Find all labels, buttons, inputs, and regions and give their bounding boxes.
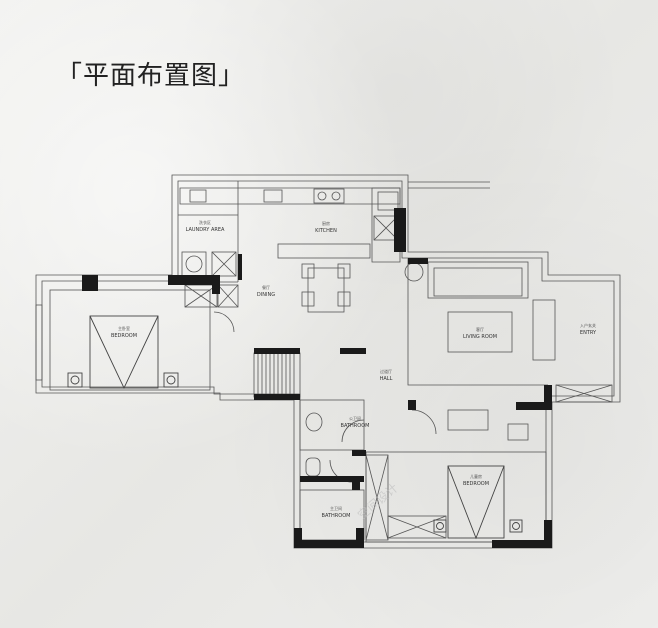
laundry-label-cn: 洗衣区 [199, 219, 211, 225]
nightstand-kids-2 [509, 519, 523, 533]
bedroom-kids-label-en: BEDROOM [463, 481, 489, 487]
master-wardrobe-2 [217, 284, 239, 308]
door-bathroom-public [341, 419, 365, 443]
bathroom-master-label-cn: 主卫间 [330, 505, 342, 511]
laundry-cabinet [211, 251, 237, 277]
bathroom-public-label-cn: 公卫间 [349, 415, 361, 421]
stairs [253, 352, 301, 398]
nightstand-master-1 [67, 372, 83, 388]
living-tv-cabinet [532, 299, 556, 361]
living-sofa [427, 261, 529, 299]
room-labels: 洗衣区 LAUNDRY AREA 厨房 KITCHEN 餐厅 DINING 主卧… [111, 219, 597, 519]
door-kids [411, 409, 437, 435]
kids-wardrobe-cross [365, 454, 389, 541]
bathroom-public-walls [299, 399, 365, 451]
bedroom-master-window [35, 304, 43, 381]
kids-side-table [507, 423, 529, 441]
kids-wardrobe [365, 454, 389, 541]
kitchen-counter [179, 187, 401, 205]
kids-top-cabinet [447, 409, 489, 431]
dining-chair-3 [301, 291, 315, 307]
living-rug [447, 311, 513, 353]
bathroom-master-label-en: BATHROOM [322, 513, 351, 519]
hall-label-cn: 过道厅 [380, 368, 392, 374]
kitchen-counter-right [371, 187, 401, 263]
bathroom-public-label-en: BATHROOM [341, 423, 370, 429]
living-partition [407, 258, 548, 386]
dining-label-cn: 餐厅 [262, 284, 270, 290]
bedroom-master-label-en: BEDROOM [111, 333, 137, 339]
bathroom-basin [305, 412, 323, 432]
door-master [213, 311, 235, 333]
page-title: 「平面布置图」 [56, 61, 246, 91]
bedroom-kids-label-cn: 儿童房 [470, 473, 482, 479]
entry-label-cn: 入户玄关 [580, 322, 596, 328]
laundry-label-en: LAUNDRY AREA [186, 227, 225, 233]
living-sofa-inner [433, 267, 523, 297]
dining-chair-1 [301, 263, 315, 279]
balcony-outline [408, 181, 490, 189]
dining-chair-4 [337, 291, 351, 307]
living-label-en: LIVING ROOM [463, 334, 497, 340]
kitchen-label-cn: 厨房 [322, 220, 330, 226]
living-label-cn: 客厅 [476, 326, 484, 332]
entry-cabinet-cross [555, 384, 613, 403]
bedroom-master-walls [49, 289, 211, 391]
kitchen-island [277, 243, 371, 259]
structural-walls [82, 208, 552, 548]
dining-chair-2 [337, 263, 351, 279]
bathroom-toilet [305, 457, 321, 477]
stair-treads [257, 353, 295, 397]
bedroom-master-label-cn: 主卧室 [118, 325, 130, 331]
dining-label-en: DINING [257, 292, 275, 298]
nightstand-kids-1 [433, 519, 447, 533]
outer-wall-inner-line [41, 180, 615, 543]
entry-cabinet [555, 384, 613, 403]
kitchen-label-en: KITCHEN [315, 228, 337, 234]
entry-label-en: ENTRY [580, 330, 597, 336]
nightstand-master-2 [163, 372, 179, 388]
kids-desk-cross [387, 515, 447, 539]
dining-table [307, 267, 345, 313]
hall-label-en: HALL [380, 376, 393, 382]
